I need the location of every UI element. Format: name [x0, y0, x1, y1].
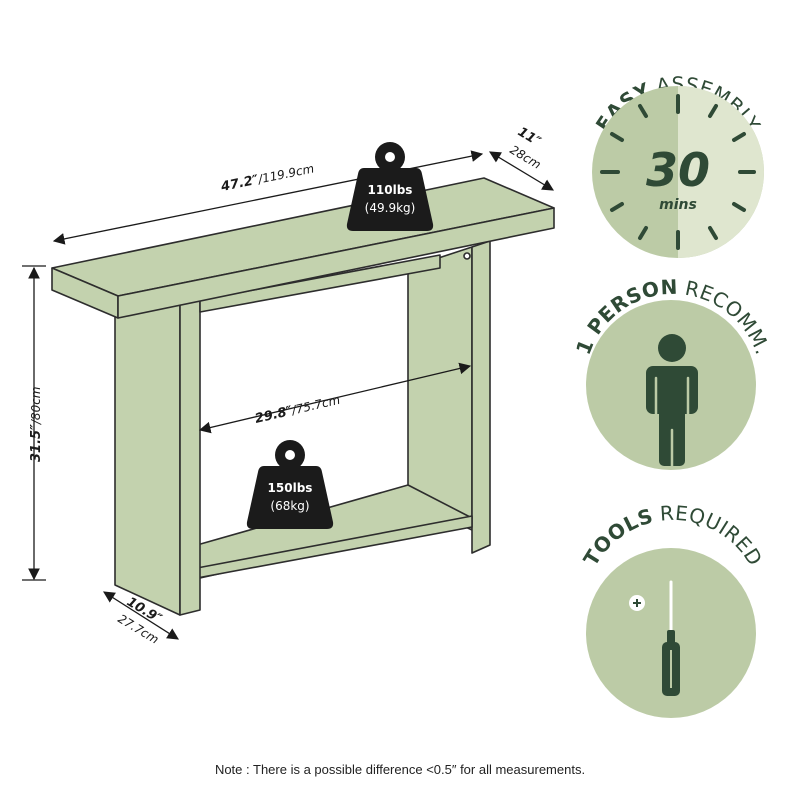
- top-weight-badge: 110lbs (49.9kg): [346, 142, 434, 231]
- shelf-weight-badge: 150lbs (68kg): [246, 440, 334, 529]
- svg-text:47.2″/119.9cm: 47.2″/119.9cm: [219, 161, 316, 195]
- top-weight-lbs: 110lbs: [368, 183, 413, 197]
- top-weight-kg: (49.9kg): [365, 201, 416, 215]
- inner-width-cm-label: /75.7cm: [289, 393, 341, 418]
- console-table: [51, 177, 555, 616]
- left-leg-front: [179, 299, 201, 616]
- svg-text:31.5″/80cm: 31.5″/80cm: [29, 387, 44, 463]
- assembly-badge: EASYASSEMBLY 30 mins: [591, 72, 765, 258]
- clock-icon: [592, 86, 764, 258]
- assembly-minutes-unit: mins: [659, 197, 697, 213]
- left-leg-side: [114, 304, 181, 616]
- right-leg-side: [407, 246, 473, 531]
- inner-width-in-label: 29.8″: [254, 404, 294, 427]
- width-cm-label: /119.9cm: [256, 161, 315, 186]
- svg-text:29.8″/75.7cm: 29.8″/75.7cm: [254, 393, 342, 427]
- apron: [199, 254, 441, 313]
- measurement-note: Note : There is a possible difference <0…: [214, 762, 586, 777]
- top-depth-arrow: [488, 151, 555, 191]
- shelf-weight-lbs: 150lbs: [268, 481, 313, 495]
- clock-ticks: [600, 94, 756, 250]
- screwdriver-icon: [662, 580, 680, 696]
- assembly-minutes: 30: [646, 143, 710, 197]
- base-depth-arrow: [103, 591, 179, 640]
- top-depth-cm-label: 28cm: [507, 143, 543, 172]
- height-cm-label: /80cm: [29, 387, 43, 426]
- hardware-dot: [463, 252, 471, 260]
- shelf-weight-kg: (68kg): [270, 499, 309, 513]
- plus-icon: [629, 595, 645, 611]
- right-leg-front: [471, 240, 491, 554]
- height-in-label: 31.5″: [29, 424, 44, 462]
- inner-width-arrow: [198, 362, 472, 434]
- width-in-label: 47.2″: [219, 173, 260, 195]
